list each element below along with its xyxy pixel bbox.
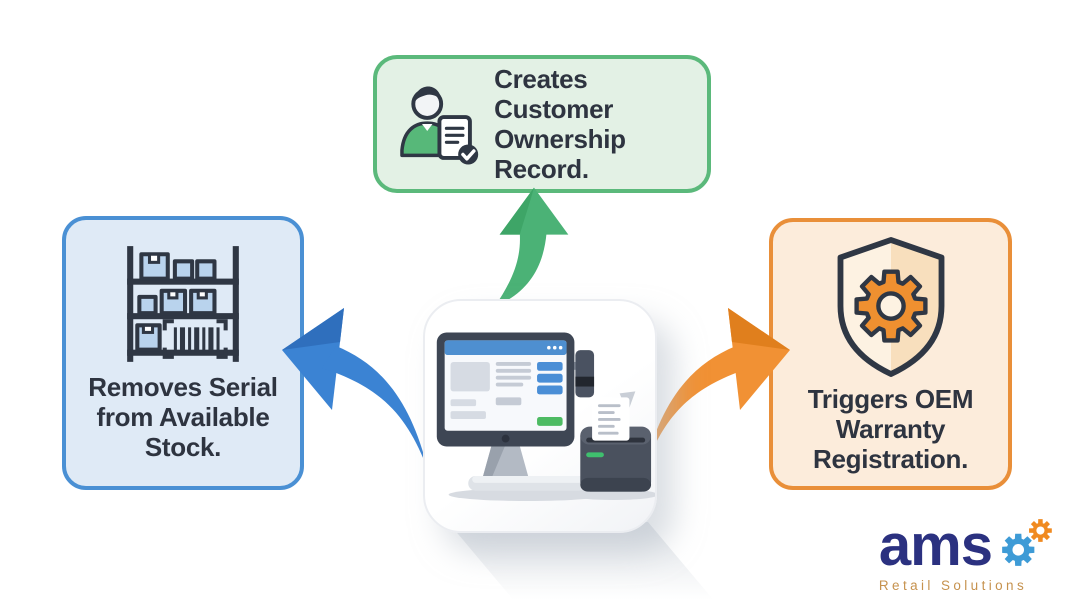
logo-brand-text: ams: [878, 513, 993, 578]
arrow-right: [644, 308, 790, 470]
node-oem-warranty: Triggers OEM Warranty Registration.: [769, 218, 1012, 490]
customer-document-icon: [400, 86, 479, 165]
node-remove-serial: Removes Serial from Available Stock.: [62, 216, 304, 490]
arrow-up: [494, 187, 569, 307]
logo-tagline: Retail Solutions: [878, 578, 1028, 593]
ams-logo: ams Retail Solutions: [878, 513, 1054, 593]
logo-gears-icon: [1002, 519, 1052, 566]
pos-terminal-card: [423, 299, 657, 533]
pos-terminal-icon: [436, 332, 655, 502]
arrow-left: [282, 308, 428, 470]
center-card-shadow: [448, 522, 714, 600]
node-label-oem-warranty: Triggers OEM Warranty Registration.: [807, 383, 974, 475]
node-label-remove-serial: Removes Serial from Available Stock.: [88, 371, 278, 463]
node-customer-ownership: Creates Customer Ownership Record.: [373, 55, 711, 193]
shield-gear-icon: [837, 236, 944, 377]
node-label-customer-ownership: Creates Customer Ownership Record.: [494, 63, 626, 185]
warehouse-shelf-barcode-icon: [127, 245, 239, 362]
